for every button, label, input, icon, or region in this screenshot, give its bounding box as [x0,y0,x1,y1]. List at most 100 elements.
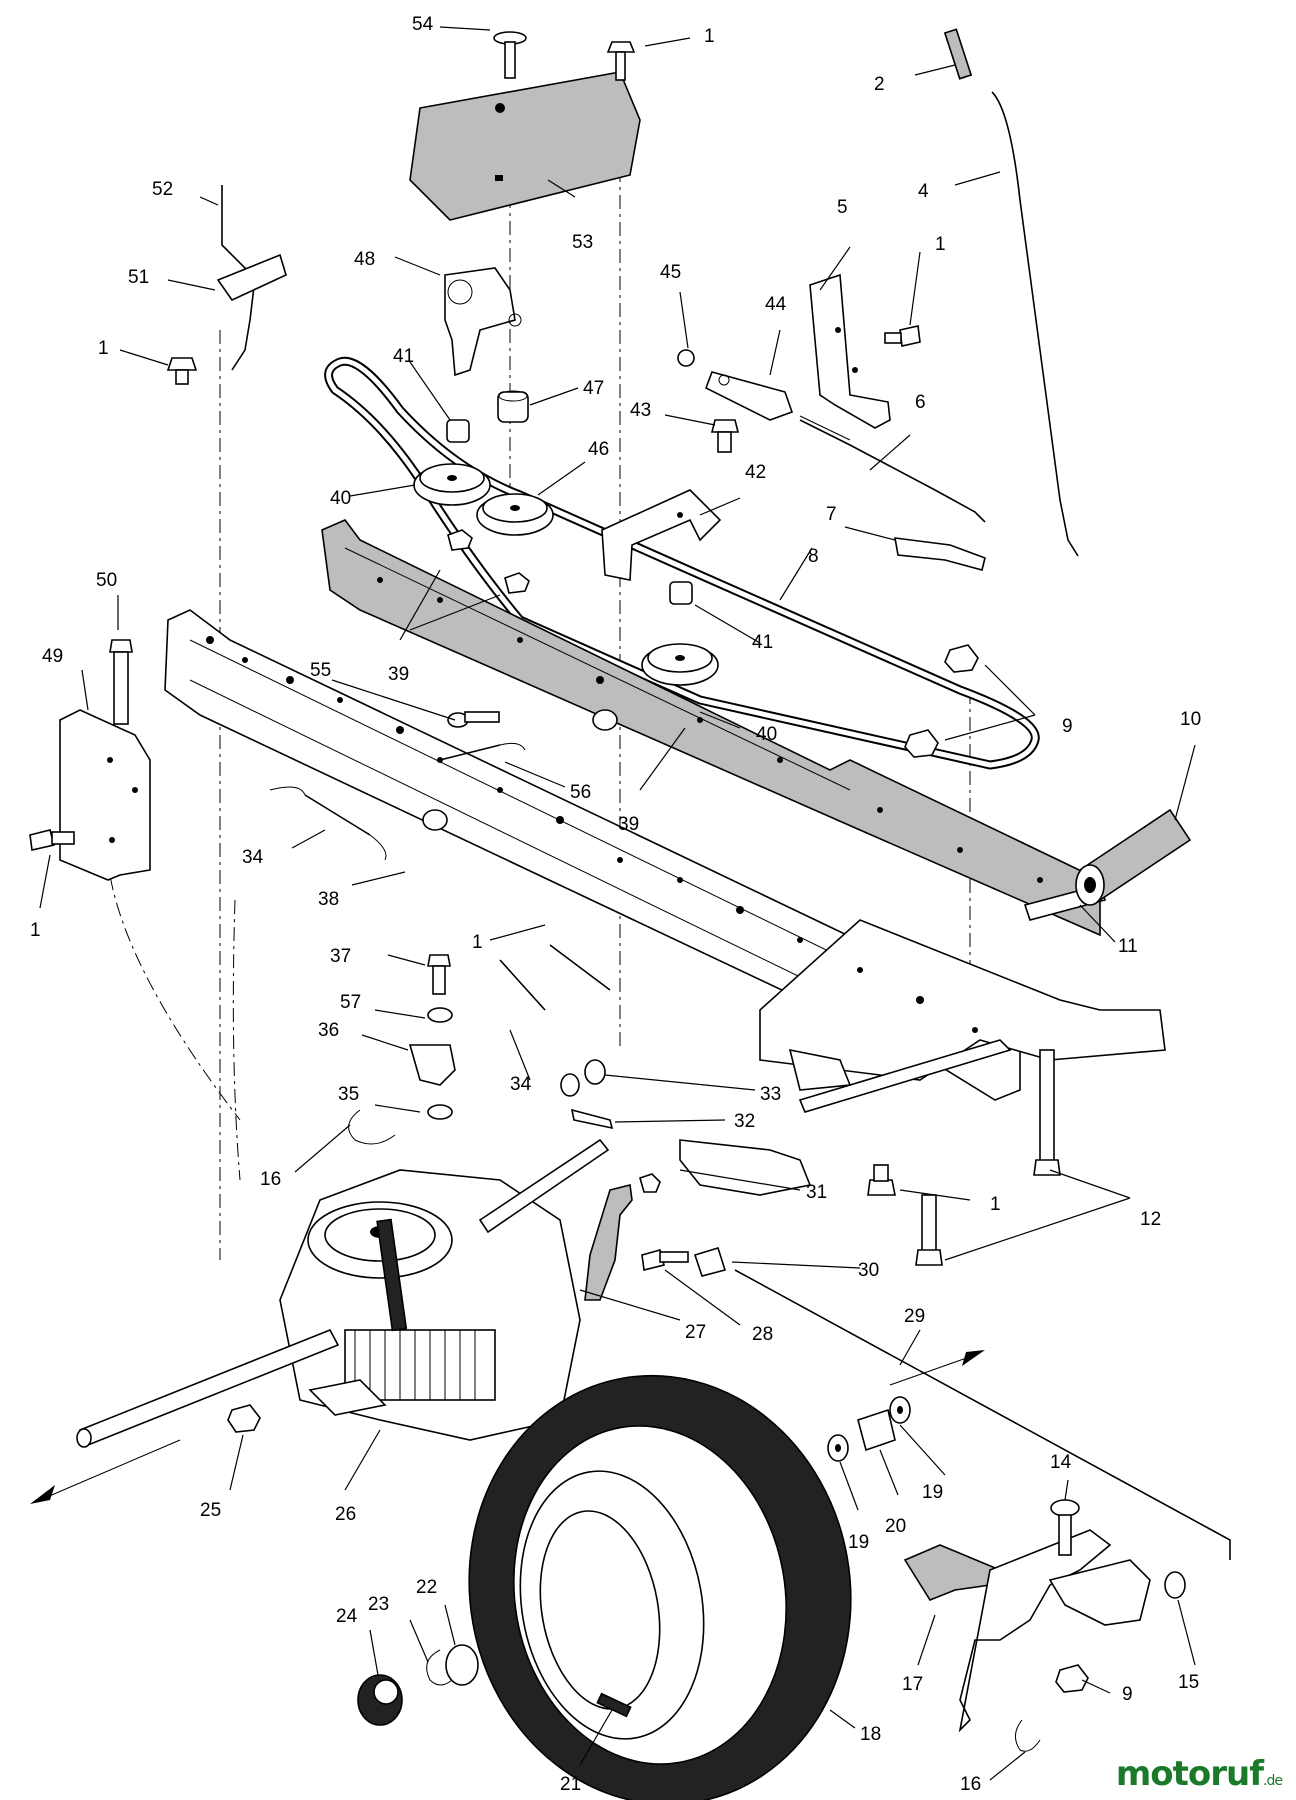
washer-15 [1164,1571,1186,1599]
screw-28 [641,1249,689,1271]
cap-24 [357,1674,403,1726]
callout-21: 21 [560,1774,581,1795]
bolt-43 [710,419,740,453]
wheel-18 [468,1374,852,1800]
callout-57: 57 [340,992,361,1013]
callout-34: 34 [242,847,264,868]
callout-29: 29 [904,1306,925,1327]
callout-50: 50 [96,570,117,591]
arm-7 [894,537,986,571]
callout-41: 41 [393,346,414,367]
callout-22: 22 [416,1577,437,1598]
lift-rod [943,28,1079,557]
callout-19: 19 [922,1482,943,1503]
callout-37: 37 [330,946,351,967]
grip-10 [1075,808,1192,906]
callout-30: 30 [858,1260,879,1281]
callout-38: 38 [318,889,339,910]
frame-holes [206,577,1043,1033]
callout-15: 15 [1178,1672,1199,1693]
callout-42: 42 [745,462,766,483]
callout-5: 5 [837,197,848,218]
callout-1e: 1 [30,920,41,941]
washers-33 [560,1059,606,1097]
callout-41b: 41 [752,632,773,653]
leader-lines [39,26,1196,1781]
callouts: 54 1 2 52 53 4 51 48 5 1 1 45 44 41 47 6… [30,14,1201,1795]
callout-55: 55 [310,660,331,681]
bracket-5 [809,273,891,429]
callout-14: 14 [1050,1452,1072,1473]
callout-25: 25 [200,1500,221,1521]
callout-43: 43 [630,400,651,421]
callout-56: 56 [570,782,591,803]
screw-1-bracket5 [884,325,921,347]
watermark-brand: motoruf [1115,1754,1264,1794]
callout-32: 32 [734,1111,755,1132]
lever-51-52 [216,185,287,371]
callout-26: 26 [335,1504,356,1525]
callout-16b: 16 [960,1774,981,1795]
spring-center [499,944,611,1011]
callout-35: 35 [338,1084,359,1105]
callout-39b: 39 [618,814,639,835]
callout-19b: 19 [848,1532,869,1553]
washers-19-20 [827,1396,911,1462]
bolt-37 [427,954,451,995]
spacer-41-bottom [669,581,693,605]
callout-7: 7 [826,504,837,525]
callout-12: 12 [1140,1209,1161,1230]
axle-left [76,1328,340,1448]
callout-1b: 1 [935,234,946,255]
callout-39: 39 [388,664,409,685]
clip-45 [677,349,695,367]
callout-4: 4 [918,181,929,202]
callout-46: 46 [588,439,609,460]
callout-45: 45 [660,262,681,283]
pin-16-lower [1015,1719,1041,1752]
callout-47: 47 [583,378,604,399]
bolt-54 [493,31,527,79]
callout-34b: 34 [510,1074,532,1095]
callout-1c: 1 [98,338,109,359]
spacer-41-top [446,419,470,443]
bolt-50 [109,639,133,725]
callout-53: 53 [572,232,593,253]
screw-1-left [166,357,198,385]
direction-arrows [30,1350,985,1504]
frame-crossplate [759,919,1166,1081]
bushing-47 [497,390,529,423]
spring-56 [439,742,526,761]
watermark-logo: motoruf.de [1115,1754,1283,1794]
screw-1-bracket49 [29,829,75,851]
callout-9b: 9 [1122,1684,1133,1705]
screw-1-lower [867,1164,896,1196]
callout-10: 10 [1180,709,1201,730]
callout-48: 48 [354,249,375,270]
pulley-46 [476,493,554,536]
callout-20: 20 [885,1516,906,1537]
screw-1-top [606,41,636,81]
callout-27: 27 [685,1322,706,1343]
callout-11: 11 [1118,936,1138,957]
callout-1: 1 [704,26,715,47]
callout-16: 16 [260,1169,281,1190]
callout-40: 40 [330,488,351,509]
rod-6 [799,415,986,523]
cap-30 [693,1247,727,1277]
bracket-27 [584,1184,633,1301]
pulley-40-left [413,463,491,506]
callout-6: 6 [915,392,926,413]
callout-1f: 1 [990,1194,1001,1215]
callout-49: 49 [42,646,63,667]
callout-8: 8 [808,546,819,567]
ring-23 [426,1649,453,1686]
callout-52: 52 [152,179,173,200]
callout-18: 18 [860,1724,881,1745]
callout-40b: 40 [756,724,777,745]
pulley-40-right [641,643,719,686]
callout-33: 33 [760,1084,781,1105]
pin-32 [570,1108,614,1130]
bolts-12 [915,1049,1061,1266]
